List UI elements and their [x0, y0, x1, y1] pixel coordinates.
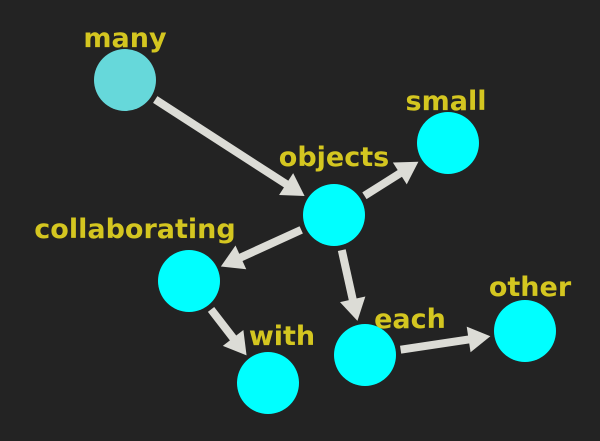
arrowhead-icon: [279, 173, 305, 197]
arrowhead-icon: [339, 296, 366, 321]
node-objects[interactable]: [303, 184, 365, 246]
node-many[interactable]: [94, 49, 156, 111]
node-label-each: each: [374, 304, 446, 335]
edge-each-other: [400, 335, 472, 354]
arrowhead-icon: [392, 161, 419, 185]
edge-collaborating-with: [207, 307, 238, 342]
node-small[interactable]: [417, 112, 479, 174]
node-with[interactable]: [237, 352, 299, 414]
edge-many-objects: [153, 96, 290, 189]
node-label-collaborating: collaborating: [34, 214, 235, 245]
node-label-many: many: [83, 23, 167, 54]
node-label-with: with: [249, 321, 315, 352]
arrowhead-icon: [220, 245, 247, 270]
node-each[interactable]: [334, 324, 396, 386]
arrowhead-icon: [222, 329, 247, 356]
edge-objects-each: [337, 249, 358, 303]
node-other[interactable]: [494, 300, 556, 362]
edge-objects-small: [362, 168, 404, 200]
node-collaborating[interactable]: [158, 250, 220, 312]
arrowhead-icon: [466, 326, 491, 353]
node-label-other: other: [489, 272, 572, 303]
node-label-small: small: [406, 86, 487, 117]
edge-objects-collaborating: [237, 226, 303, 262]
node-label-objects: objects: [279, 142, 389, 173]
